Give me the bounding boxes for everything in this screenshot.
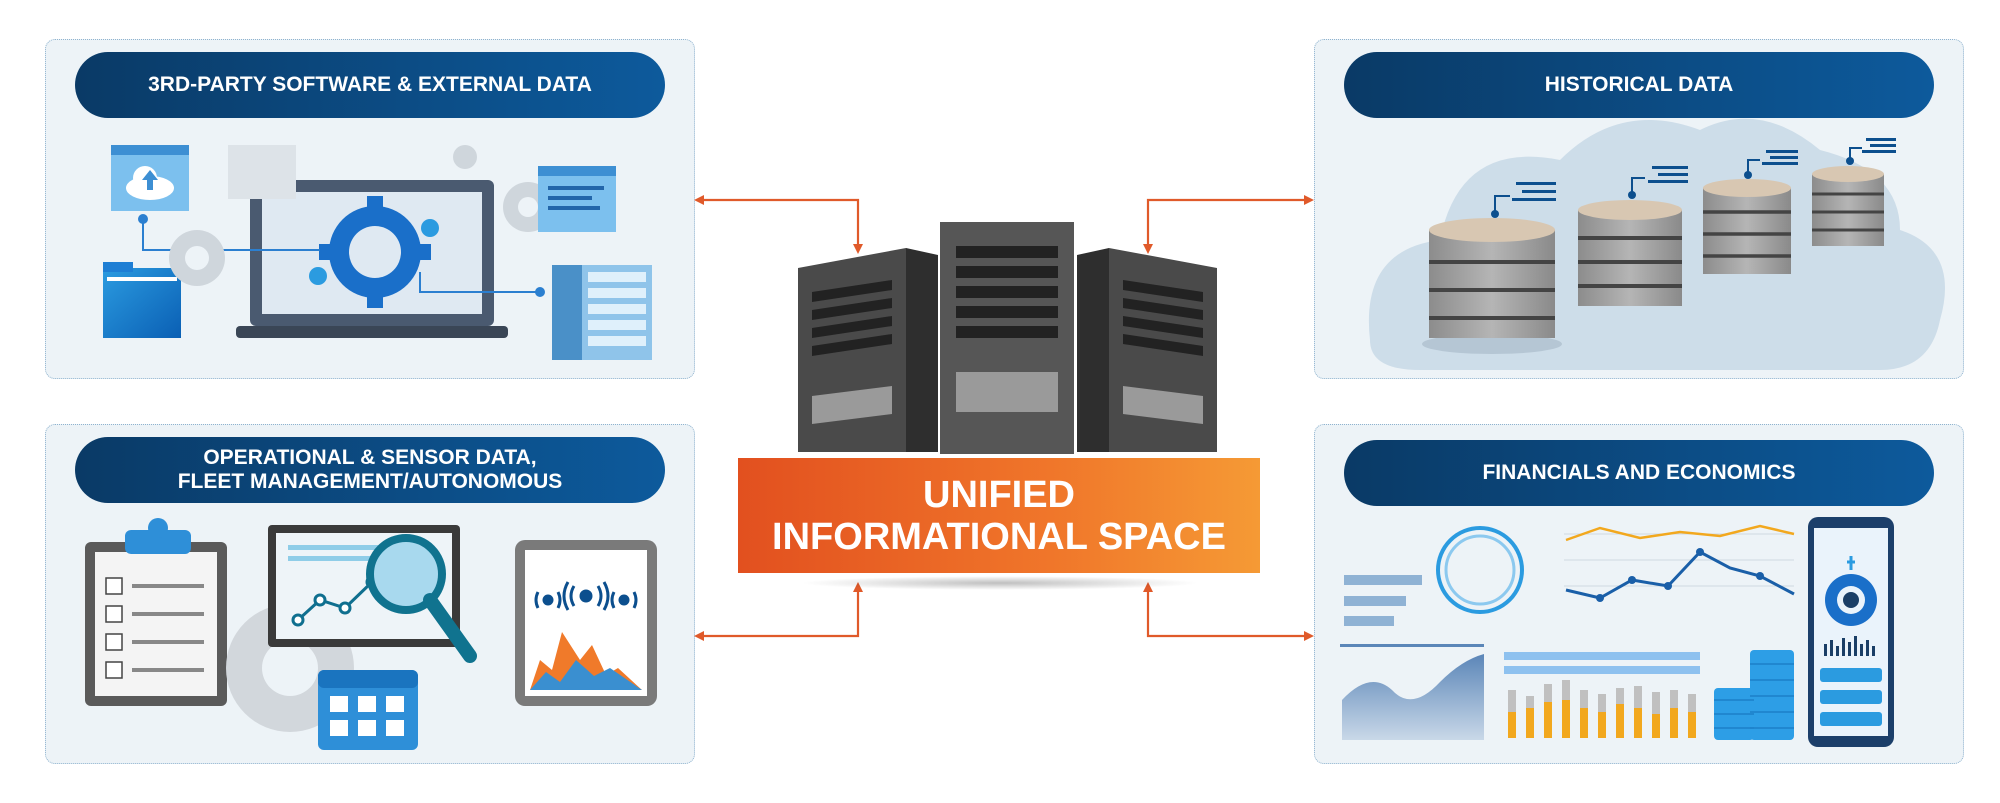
coin-stack-icon [1714, 650, 1794, 740]
center-label-line1: UNIFIED [923, 473, 1075, 516]
clipboard-icon [85, 518, 227, 706]
area-chart-widget [1340, 644, 1484, 740]
panel-title-financials: FINANCIALS AND ECONOMICS [1344, 440, 1934, 506]
panel-title-text: HISTORICAL DATA [1544, 73, 1734, 96]
unified-space-label: UNIFIED INFORMATIONAL SPACE [738, 458, 1260, 573]
panel-title-text-line1: OPERATIONAL & SENSOR DATA, [203, 446, 537, 469]
cloud-upload-icon [111, 145, 189, 211]
connector-lines [700, 198, 1308, 638]
server-tower-icon [798, 248, 938, 452]
server-rack-icon [552, 265, 652, 360]
database-icon [1812, 166, 1884, 246]
panel-title-historical: HISTORICAL DATA [1344, 52, 1934, 118]
database-icon [1422, 218, 1562, 354]
calendar-icon [318, 670, 418, 750]
panel-title-third-party: 3RD-PARTY SOFTWARE & EXTERNAL DATA [75, 52, 665, 118]
db-label-flags [1491, 138, 1896, 218]
phone-wallet-icon [1808, 517, 1894, 747]
center-shadow [800, 576, 1200, 590]
database-icon [1578, 200, 1682, 306]
panel-title-text: 3RD-PARTY SOFTWARE & EXTERNAL DATA [148, 73, 592, 96]
tablet-signal-icon [515, 540, 657, 706]
panel-title-operational: OPERATIONAL & SENSOR DATA, FLEET MANAGEM… [75, 437, 665, 503]
database-icon [1703, 179, 1791, 274]
server-tower-icon [1077, 248, 1217, 452]
panel-title-text: FINANCIALS AND ECONOMICS [1482, 461, 1796, 484]
server-tower-icon [940, 222, 1074, 454]
bar-chart-widget [1504, 652, 1700, 738]
center-label-line2: INFORMATIONAL SPACE [772, 515, 1226, 558]
connector-arrowheads [694, 195, 1314, 641]
panel-title-text-line2: FLEET MANAGEMENT/AUTONOMOUS [177, 470, 563, 493]
folder-icon [103, 262, 181, 338]
browser-window-icon [538, 166, 616, 232]
line-chart-widget [1564, 524, 1795, 602]
bar-list-widget [1344, 575, 1422, 626]
ring-chart-widget [1436, 526, 1524, 614]
magnifier-chart-icon [268, 525, 477, 663]
laptop-gear-icon [236, 180, 508, 338]
